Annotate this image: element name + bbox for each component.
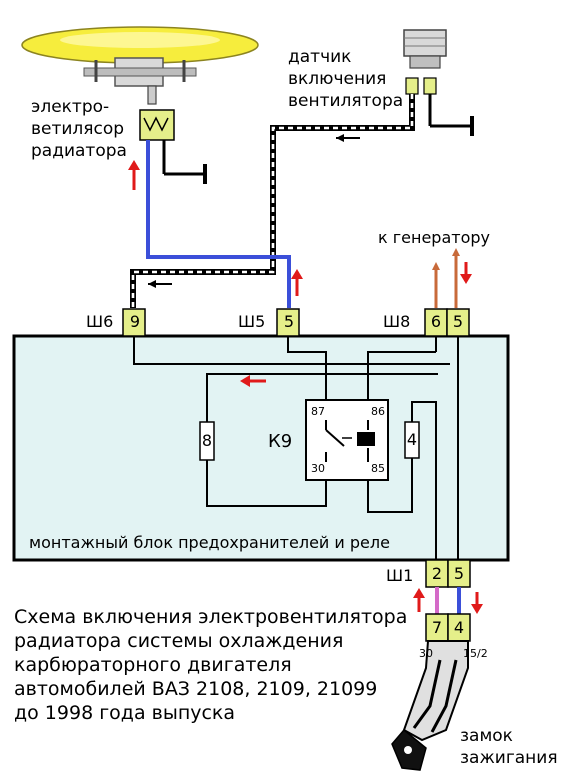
relay-label: К9 <box>268 431 293 452</box>
fan-label-line-2: ветилясор <box>31 119 125 139</box>
generator-label: к генератору <box>378 228 490 247</box>
sensor-wire <box>130 94 415 308</box>
pin-label: 4 <box>453 618 465 637</box>
caption-line-2: радиатора системы охлаждения <box>14 630 344 652</box>
pin-label: 7 <box>431 618 443 637</box>
connector-sh8 <box>424 308 470 337</box>
terminal-label: 15/2 <box>463 647 488 660</box>
caption-line-4: автомобилей ВАЗ 2108, 2109, 21099 <box>14 678 378 700</box>
relay-pin-label: 85 <box>371 462 385 475</box>
current-arrow <box>148 134 360 288</box>
fan-label-line-3: радиатора <box>31 141 127 161</box>
caption-line-3: карбюраторного двигателя <box>14 654 292 676</box>
ignition-label-line-1: замок <box>460 726 513 746</box>
fan-wire <box>146 140 291 308</box>
current-arrow <box>413 588 483 614</box>
fuse-label: 8 <box>201 431 213 450</box>
fuse-8 <box>199 421 215 461</box>
terminal-label: 30 <box>419 647 433 660</box>
connector-sh1-label: Ш1 <box>386 566 414 585</box>
pin-label: 2 <box>431 564 443 583</box>
pin-label: 5 <box>283 312 295 331</box>
pin-label: 6 <box>430 312 442 331</box>
caption-line-1: Схема включения электровентилятора <box>14 606 408 628</box>
connector-sh8-label: Ш8 <box>383 312 411 331</box>
pin-label: 5 <box>453 564 465 583</box>
internal-wiring <box>133 336 459 560</box>
connector-sh6-label: Ш6 <box>86 312 114 331</box>
sensor-label-line-2: включения <box>288 69 387 89</box>
connector-sh1 <box>425 559 471 588</box>
pin-label: 9 <box>129 312 141 331</box>
current-arrow <box>240 375 266 387</box>
current-arrow <box>128 160 303 296</box>
ignition-switch-icon <box>391 640 469 771</box>
fan-label-line-1: электро- <box>31 97 110 117</box>
fuse-label: 4 <box>406 430 418 449</box>
ignition-label-line-2: зажигания <box>460 748 558 768</box>
sensor-label-line-1: датчик <box>288 47 352 67</box>
sensor-label-line-3: вентилятора <box>288 91 404 111</box>
relay-pin-label: 87 <box>311 405 325 418</box>
connector-sh5-label: Ш5 <box>238 312 266 331</box>
pin-label: 5 <box>452 312 464 331</box>
caption-line-5: до 1998 года выпуска <box>14 702 236 724</box>
fan-motor-icon <box>21 26 259 105</box>
ignition-connector <box>425 613 471 642</box>
fuse-4 <box>404 421 420 459</box>
relay-pin-label: 30 <box>311 462 325 475</box>
relay-pin-label: 86 <box>371 405 385 418</box>
block-label: монтажный блок предохранителей и реле <box>29 533 390 552</box>
relay-k9 <box>305 399 389 481</box>
fuse-relay-block <box>12 334 510 562</box>
temperature-sensor-icon <box>403 29 447 95</box>
current-arrow <box>460 262 472 284</box>
fan-connector-icon <box>139 109 175 141</box>
